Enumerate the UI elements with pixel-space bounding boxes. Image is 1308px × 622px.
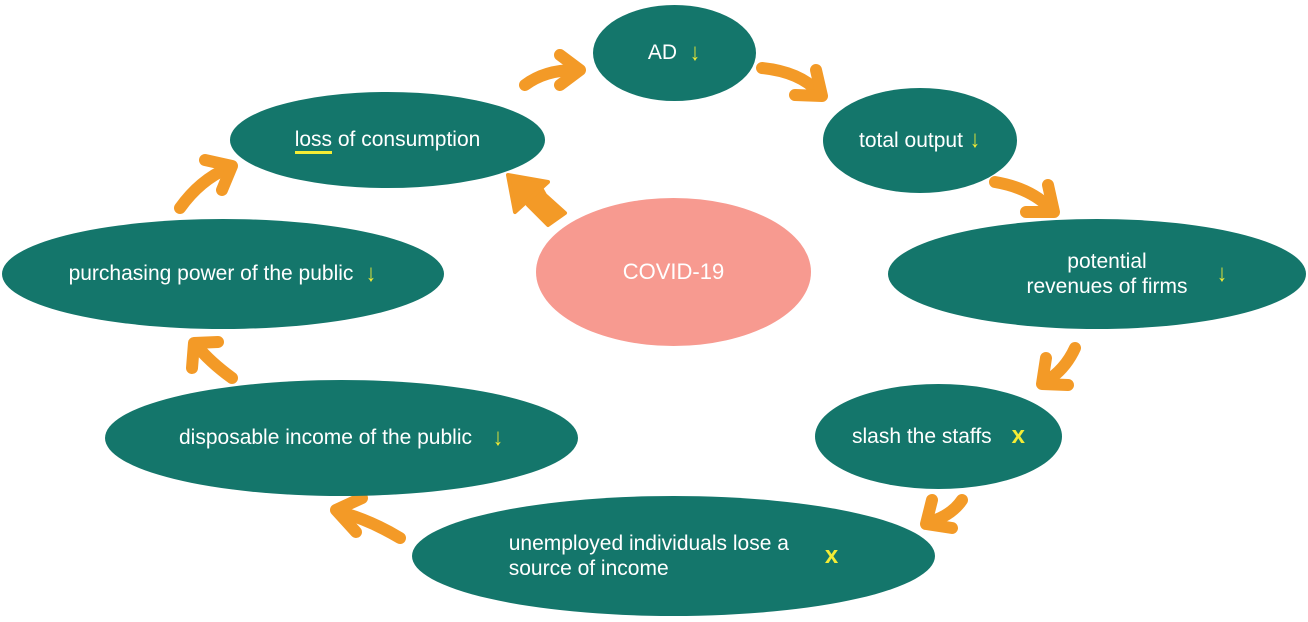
arrow-disposable-to-purchasing — [186, 336, 238, 384]
node-potential-revenues: potential revenues of firms ↓ — [888, 219, 1306, 329]
node-total-output-label: total output — [859, 128, 963, 152]
cross-icon: x — [1011, 422, 1026, 450]
down-arrow-icon: ↓ — [492, 423, 504, 451]
node-disposable-income: disposable income of the public ↓ — [105, 380, 578, 496]
arrow-purchasing-to-loss — [174, 154, 238, 214]
down-arrow-icon: ↓ — [366, 259, 377, 287]
arrow-covid-to-loss — [506, 173, 567, 227]
arrow-loss-to-ad — [519, 49, 586, 91]
node-covid-label: COVID-19 — [622, 258, 725, 284]
down-arrow-icon: ↓ — [969, 126, 981, 154]
node-ad-label: AD — [647, 41, 678, 65]
node-slash-staffs: slash the staffs x — [815, 384, 1062, 489]
node-unemployed-line2: source of income — [508, 557, 669, 580]
arrow-unemployed-to-disposable — [330, 492, 406, 544]
node-unemployed-line1: unemployed individuals lose a — [508, 531, 789, 555]
node-slash-label: slash the staffs — [851, 424, 992, 448]
cross-icon: x — [824, 541, 839, 569]
node-revenues-line1: potential — [1067, 249, 1147, 273]
down-arrow-icon: ↓ — [1216, 259, 1227, 287]
arrow-slash-to-unemployed — [920, 494, 968, 534]
node-loss-of-consumption: loss of consumption — [230, 92, 545, 188]
node-ad: AD ↓ — [593, 5, 756, 101]
down-arrow-icon: ↓ — [689, 38, 701, 66]
arrow-output-to-revenues — [989, 176, 1060, 218]
arrow-revenues-to-slash — [1036, 342, 1081, 391]
node-loss-rest: of consumption — [332, 128, 481, 152]
highlighted-word: loss — [294, 128, 333, 155]
node-covid-19: COVID-19 — [536, 198, 811, 346]
arrow-ad-to-output — [756, 62, 828, 102]
node-loss-label: loss of consumption — [294, 127, 481, 155]
node-revenues-line2: revenues of firms — [1026, 275, 1188, 298]
node-purchasing-label: purchasing power of the public — [68, 262, 354, 286]
node-unemployed-label: unemployed individuals lose a source of … — [509, 531, 789, 581]
node-disposable-label: disposable income of the public — [178, 426, 472, 450]
node-purchasing-power: purchasing power of the public ↓ — [2, 219, 444, 329]
node-revenues-label: potential revenues of firms — [1026, 249, 1187, 299]
node-unemployed: unemployed individuals lose a source of … — [412, 496, 935, 616]
node-total-output: total output ↓ — [823, 88, 1017, 193]
